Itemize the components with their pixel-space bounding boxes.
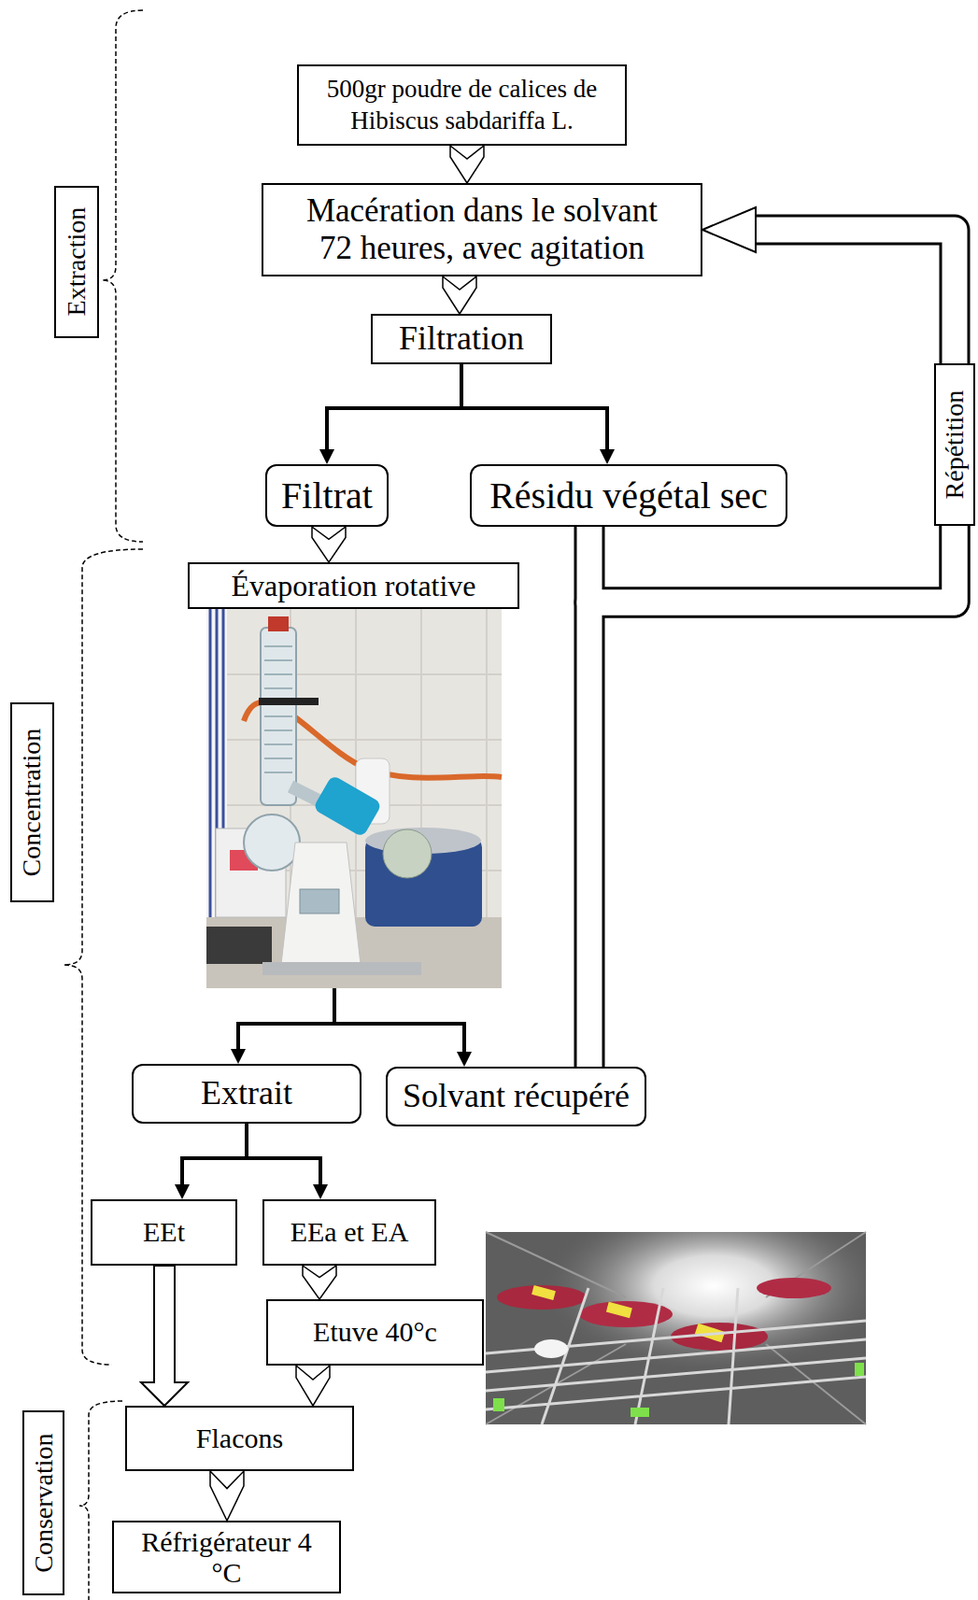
connector-group [461,364,608,457]
rotary-evaporator-photo-part [206,926,272,964]
rotary-evaporator-photo-part [206,609,502,989]
node-text: Filtrat [281,474,373,518]
chevron-arrow [296,1365,330,1406]
section-label: Conservation [22,1410,65,1596]
process-box: Filtration [370,313,553,365]
node-text: Évaporation rotative [187,562,520,610]
node-text: Résidu végétal sec [489,474,768,518]
oven-photo-part [485,1232,866,1425]
section-brace-part [101,10,143,542]
rotary-evaporator-photo [206,609,502,989]
split-arrow [326,364,462,457]
rotary-evaporator-photo-part [264,646,293,773]
node-text: Filtration [398,319,525,358]
oven-photo-part [496,1285,587,1310]
node-text: Concentration [16,728,47,878]
loop-label: Répétition [934,363,976,526]
rotary-evaporator-photo-part [299,889,340,914]
connector-outlines [589,229,955,1067]
rotary-evaporator-photo-part [262,962,422,976]
product-box: Extrait [131,1063,362,1124]
split-arrow [461,364,608,457]
node-text: 500gr poudre de calices de Hibiscus sabd… [312,73,612,138]
connector-group [311,526,346,563]
loop-connector-channel [589,525,955,1067]
oven-photo-part [485,1288,866,1425]
split-arrow [238,988,335,1057]
rotary-evaporator-photo-part [243,814,300,871]
loop-connector [755,229,955,364]
product-box: Filtrat [265,464,389,527]
node-text: Solvant récupéré [402,1077,630,1116]
split-arrow [182,1123,247,1192]
connector-group [246,1123,321,1192]
node-text: Flacons [196,1422,284,1456]
connector-group [141,1265,188,1406]
chevron-arrow [311,526,346,563]
chevron-arrow [442,276,477,314]
process-box: Évaporation rotative [187,562,520,989]
connector-group [182,1123,247,1192]
storage-box: Flacons [125,1405,355,1472]
chevron-arrow [302,1265,337,1300]
chevron-arrow [450,145,484,184]
storage-box: Réfrigérateur 4 °C [112,1520,341,1594]
node-text: Macération dans le solvant 72 heures, av… [295,192,669,269]
extract-box: EEa et EA [262,1199,437,1266]
process-box: Macération dans le solvant 72 heures, av… [261,183,703,277]
oven-photo-part [485,1232,866,1425]
product-box: Solvant récupéré [385,1066,647,1127]
connector-group [334,988,465,1060]
node-text: EEt [142,1216,185,1249]
connector-channels [589,229,955,1067]
rotary-evaporator-photo-part [258,697,319,706]
node-text: Etuve 40°c [312,1316,438,1349]
split-arrow [246,1123,321,1192]
node-text: Extrait [200,1074,293,1113]
oven-photo-part [854,1362,865,1376]
connector-group [450,145,484,184]
oven-photo [485,1232,866,1425]
chevron-arrow [210,1471,244,1521]
section-label: Concentration [10,702,55,903]
loop-connector [589,525,955,1067]
oven-photo-part [531,1285,556,1301]
material-box: 500gr poudre de calices de Hibiscus sabd… [297,64,627,146]
node-text: Réfrigérateur 4 °C [138,1526,316,1588]
section-label: Extraction [54,185,100,339]
oven-photo-part [534,1339,568,1359]
connector-layer [141,145,756,1521]
hollow-arrowhead [702,207,756,253]
split-arrow [334,988,465,1060]
node-text: EEa et EA [290,1216,410,1249]
rotary-evaporator-photo-part [260,627,297,806]
rotary-evaporator-photo-part [281,842,361,964]
rotary-evaporator-photo-part [268,616,289,632]
connector-group [238,988,335,1057]
connector-group [302,1265,337,1300]
connector-group [442,276,477,314]
extract-box: EEt [90,1199,238,1266]
loop-connector-channel [755,229,955,364]
oven-photo-part [606,1302,633,1319]
oven-photo-part [485,1232,866,1425]
oven-photo-part [756,1277,832,1299]
product-box: Résidu végétal sec [469,464,788,527]
oven-photo-part [493,1398,505,1412]
node-text: Conservation [28,1432,58,1573]
rotary-evaporator-photo-part [382,829,432,879]
process-box: Etuve 40°c [266,1299,484,1366]
oven-photo-part [630,1407,650,1418]
node-text: Extraction [61,207,92,317]
connector-group [210,1471,244,1521]
hollow-arrow [141,1265,188,1406]
connector-group [296,1365,330,1406]
connector-group [326,364,462,457]
node-text: Répétition [939,390,970,500]
connector-group [702,207,756,253]
rotary-evaporator-photo-part [312,774,383,837]
